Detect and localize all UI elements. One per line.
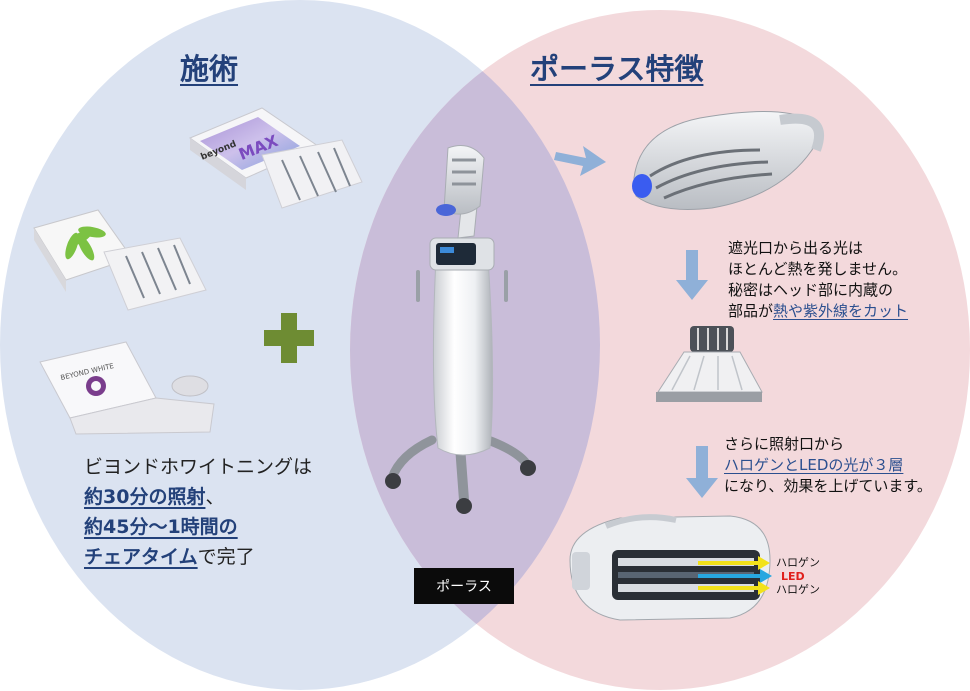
- note1-line-4-pre: 部品が: [728, 302, 774, 320]
- whitening-kit-max: [188, 107, 363, 209]
- plus-icon: [264, 313, 314, 363]
- irradiation-head-illustration: [569, 514, 771, 621]
- note1-line-1: 遮光口から出る光は: [728, 239, 864, 257]
- whitening-kit-green: [33, 209, 207, 311]
- treatment-line-2-tail: 、: [205, 486, 225, 508]
- arrow-right-icon: [554, 146, 606, 176]
- note2-line-3: になり、効果を上げています。: [724, 477, 932, 495]
- note1-line-3: 秘密はヘッド部に内蔵の: [728, 281, 894, 299]
- note2-line-2: ハロゲンとLEDの光が３層: [724, 455, 932, 476]
- note2-line-1: さらに照射口から: [724, 435, 845, 453]
- led-arrow: [698, 569, 772, 583]
- arrow-down-icon-2: [686, 446, 718, 498]
- feature-note-heat: 遮光口から出る光は ほとんど熱を発しません。 秘密はヘッド部に内蔵の 部品が熱や…: [728, 238, 908, 322]
- porous-badge: ポーラス: [414, 568, 514, 604]
- treatment-description: ビヨンドホワイトニングは 約30分の照射、 約45分〜1時間の チェアタイムで完…: [84, 452, 312, 572]
- highlight-irradiation-time: 約30分の照射: [84, 486, 206, 508]
- heat-uv-cut-link[interactable]: 熱や紫外線をカット: [773, 302, 909, 320]
- right-title: ポーラス特徴: [530, 52, 704, 86]
- arrow-down-icon-1: [676, 250, 708, 300]
- treatment-line-4-tail: で完了: [197, 546, 255, 568]
- treatment-line-2: 約30分の照射、: [84, 482, 312, 512]
- highlight-chair-time: 約45分〜1時間の: [84, 516, 238, 538]
- overlap-region: [350, 10, 600, 690]
- layer-label-halogen-top: ハロゲン: [776, 556, 820, 569]
- filter-part-illustration: [656, 326, 763, 402]
- halogen-arrow-top: [698, 556, 770, 570]
- treatment-line-1: ビヨンドホワイトニングは: [84, 456, 313, 478]
- three-layer-light-link[interactable]: ハロゲンとLEDの光が３層: [724, 456, 904, 474]
- highlight-chair-time-2: チェアタイム: [84, 546, 198, 568]
- note1-line-2: ほとんど熱を発しません。: [728, 260, 908, 278]
- porous-device-illustration: [385, 145, 536, 514]
- note1-line-4: 部品が熱や紫外線をカット: [728, 301, 908, 322]
- layer-label-led: LED: [781, 570, 805, 583]
- treatment-line-4: チェアタイムで完了: [84, 542, 312, 572]
- feature-note-layers: さらに照射口から ハロゲンとLEDの光が３層 になり、効果を上げています。: [724, 434, 932, 497]
- treatment-line-3: 約45分〜1時間の: [84, 512, 312, 542]
- halogen-arrow-bottom: [698, 581, 770, 595]
- layer-label-halogen-bottom: ハロゲン: [776, 583, 820, 596]
- lamp-head-illustration: [632, 110, 825, 210]
- whitening-kit-tray: [39, 341, 215, 435]
- left-title: 施術: [180, 52, 239, 86]
